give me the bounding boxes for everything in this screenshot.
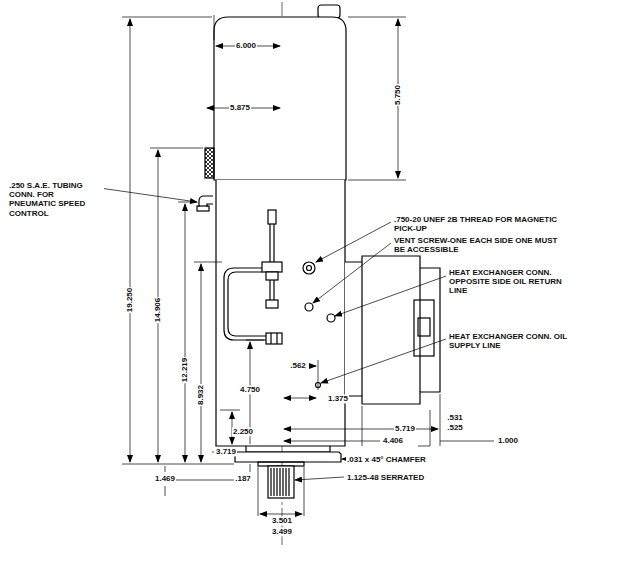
dimension: 1.469 (154, 474, 176, 483)
dimension: 5.875 (229, 103, 251, 112)
dimension: 14.906 (153, 297, 162, 323)
dimension: .525 (446, 423, 464, 432)
callout-note: .750-20 UNEF 2B THREAD FOR MAGNETIC PICK… (393, 215, 567, 233)
dimension: 1.000 (497, 436, 519, 445)
callout-note: .250 S.A.E. TUBING CONN. FOR PNEUMATIC S… (8, 181, 104, 218)
dimension: 8.932 (196, 384, 205, 406)
dimension: 1.125-48 SERRATED (346, 473, 425, 482)
dimension: 3.501 (271, 516, 293, 525)
dimension: 3.499 (271, 527, 293, 536)
dimension: .531 (446, 413, 464, 422)
dimension: 12.219 (180, 357, 189, 383)
dimension: 1.375 (327, 394, 349, 403)
dimension: 5.719 (394, 424, 416, 433)
callout-note: HEAT EXCHANGER CONN. OIL SUPPLY LINE (448, 332, 578, 350)
dimension: .031 x 45° CHAMFER (346, 455, 427, 464)
dimension: 2.250 (232, 427, 254, 436)
dimension: 6.000 (235, 41, 257, 50)
dimension: 4.406 (382, 436, 404, 445)
dimension: 5.750 (393, 84, 402, 106)
callout-note: HEAT EXCHANGER CONN. OPPOSITE SIDE OIL R… (448, 268, 578, 296)
dimension: .562 (289, 361, 307, 370)
dimension: 4.750 (239, 385, 261, 394)
callout-note: VENT SCREW-ONE EACH SIDE ONE MUST BE ACC… (393, 236, 567, 254)
dimension: .187 (234, 474, 252, 483)
dimension: 3.719 (215, 447, 237, 456)
dimension: 19.250 (125, 287, 134, 313)
